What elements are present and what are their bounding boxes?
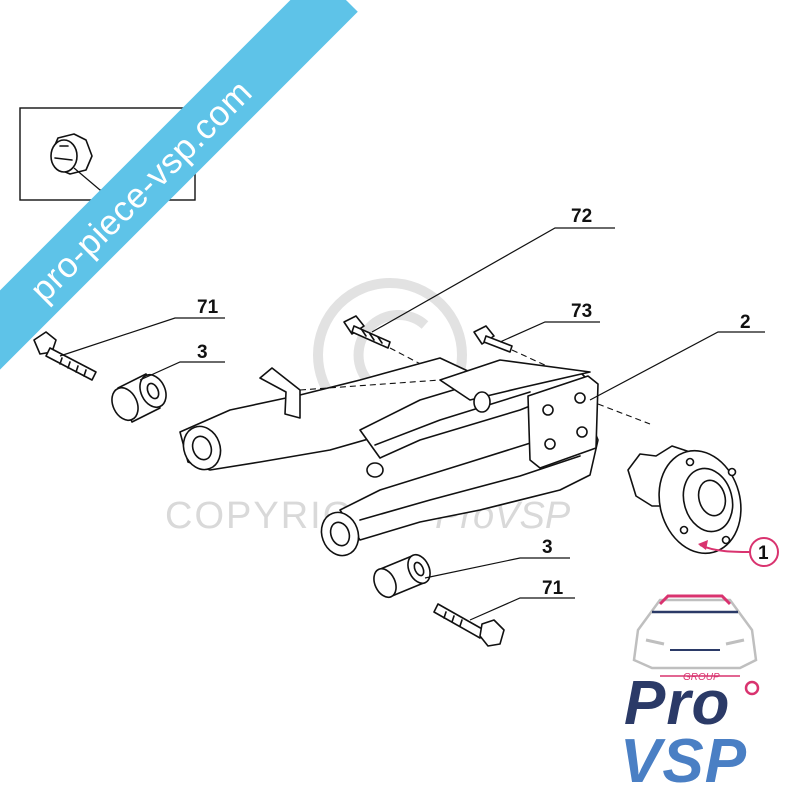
callout-2: 2 xyxy=(740,312,751,333)
bolt-71-bottom: 71 xyxy=(433,578,575,647)
bolt-73: 73 xyxy=(473,301,600,373)
car-outline-icon xyxy=(632,594,758,670)
rear-axle-beam: 2 xyxy=(179,312,765,557)
bolt-72: 72 xyxy=(343,206,615,391)
callout-3-top: 3 xyxy=(197,342,208,363)
callout-1: 1 xyxy=(758,543,769,564)
callout-71-bottom: 71 xyxy=(542,578,564,599)
callout-3-bottom: 3 xyxy=(542,537,553,558)
logo-group-text: GROUP xyxy=(683,672,720,683)
callout-73: 73 xyxy=(571,301,592,322)
bushing-3-top: 3 xyxy=(111,342,225,423)
wheel-hub-2 xyxy=(627,445,742,555)
logo-gear-icon xyxy=(744,680,760,696)
bolt-71-top: 71 xyxy=(33,297,225,381)
bushing-3-bottom: 3 xyxy=(373,537,570,599)
logo-pro-text: Pro xyxy=(624,669,730,738)
callout-1-highlight: 1 xyxy=(698,537,779,567)
callout-72: 72 xyxy=(571,206,592,227)
logo-vsp-text: VSP xyxy=(620,727,747,796)
callout-71-top: 71 xyxy=(197,297,219,318)
provsp-logo: GROUP Pro VSP xyxy=(620,594,760,796)
nut-icon xyxy=(50,133,93,175)
